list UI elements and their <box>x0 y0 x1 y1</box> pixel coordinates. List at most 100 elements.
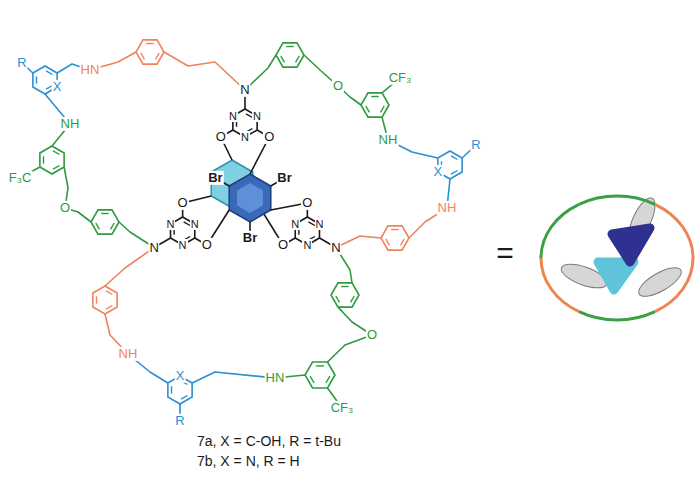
double-bond <box>46 71 52 75</box>
ring <box>93 286 117 314</box>
bromine-label: Br <box>242 231 258 245</box>
atom-label: O <box>177 196 189 210</box>
double-bond <box>371 96 378 97</box>
core <box>183 137 308 245</box>
schematic-loop <box>579 312 655 320</box>
double-bond <box>106 305 112 309</box>
ring-outline <box>381 226 409 250</box>
double-bond <box>96 223 100 229</box>
schematic-loop <box>541 204 579 258</box>
ring <box>361 93 389 117</box>
atom-label: R <box>16 56 27 70</box>
ring-outline <box>305 362 335 388</box>
ring-outline <box>93 286 117 314</box>
atom-label: O <box>201 238 213 252</box>
atom-label: F₃C <box>8 171 33 185</box>
bromine-label: Br <box>276 171 292 185</box>
atom-label: CF₃ <box>330 401 355 415</box>
atom-label: O <box>59 201 71 215</box>
schematic-loop <box>541 258 579 312</box>
triazine-atom: N <box>190 218 200 230</box>
atom-label: O <box>301 196 313 210</box>
rings <box>33 40 462 404</box>
double-bond <box>53 151 59 155</box>
atom-label: X <box>433 165 444 179</box>
ring <box>40 146 64 174</box>
molecule <box>20 40 476 421</box>
atom-label: X <box>52 80 63 94</box>
double-bond <box>386 239 390 245</box>
triazine-atom: N <box>166 218 176 230</box>
bond <box>336 236 381 248</box>
ring-outline <box>331 283 359 307</box>
double-bond <box>286 46 293 47</box>
double-bond <box>366 106 370 112</box>
bond <box>164 52 245 90</box>
atom-label: R <box>174 414 185 428</box>
double-bond <box>295 56 299 62</box>
atom-label: X <box>175 369 186 383</box>
ring <box>136 40 164 64</box>
atom-label: O <box>366 328 378 342</box>
ring <box>91 210 119 234</box>
double-bond <box>391 229 398 230</box>
atom-label: O <box>215 130 227 144</box>
atom-label: NH <box>118 347 139 361</box>
ring <box>381 226 409 250</box>
double-bond <box>110 223 114 229</box>
ring-outline <box>91 210 119 234</box>
bond <box>192 372 275 383</box>
double-bond <box>106 291 112 295</box>
double-bond <box>336 296 340 302</box>
front-ring <box>229 174 271 222</box>
schematic-loop <box>579 196 655 204</box>
double-bond <box>310 376 314 383</box>
double-bond <box>400 239 404 245</box>
atom-label: NH <box>60 117 81 131</box>
ring-outline <box>361 93 389 117</box>
triazine-atom: N <box>302 239 312 251</box>
double-bond <box>380 106 384 112</box>
triazine-atom: N <box>252 110 262 122</box>
double-bond <box>171 386 172 393</box>
triazine-atom: N <box>290 218 300 230</box>
double-bond <box>101 213 108 214</box>
double-bond <box>281 56 285 62</box>
front-ring-face <box>237 183 263 213</box>
triazine-atom: N <box>240 131 250 143</box>
ring-outline <box>136 40 164 64</box>
atom-label: O <box>263 130 275 144</box>
atom-label: HN <box>265 371 286 385</box>
double-bond <box>451 156 457 160</box>
triazine-atom: N <box>228 110 238 122</box>
double-bond <box>43 156 44 163</box>
bromine-label: Br <box>207 171 223 185</box>
schematic-loop <box>655 258 693 312</box>
atom-label: R <box>470 138 481 152</box>
atom-label: HN <box>80 63 101 77</box>
ring <box>305 362 335 388</box>
triazine-atom: N <box>178 239 188 251</box>
compound-caption: 7b, X = N, R = H <box>196 454 301 469</box>
ring-outline <box>40 146 64 174</box>
atom-label: NH <box>437 201 458 215</box>
bond <box>105 248 154 287</box>
ring <box>331 283 359 307</box>
compound-caption: 7a, X = C-OH, R = t-Bu <box>196 434 342 449</box>
ring <box>276 43 304 67</box>
double-bond <box>36 76 37 83</box>
double-bond <box>341 286 348 287</box>
double-bond <box>181 395 187 399</box>
triazine-atom: N <box>315 218 325 230</box>
double-bond <box>96 296 97 303</box>
equals-sign: = <box>495 236 515 269</box>
double-bond <box>316 365 324 366</box>
atom-label: O <box>277 238 289 252</box>
double-bond <box>350 296 354 302</box>
atom-label: N <box>330 240 341 254</box>
bonds <box>20 52 476 421</box>
atom-label: NH <box>378 133 399 147</box>
double-bond <box>451 170 457 174</box>
atom-label: N <box>148 240 159 254</box>
